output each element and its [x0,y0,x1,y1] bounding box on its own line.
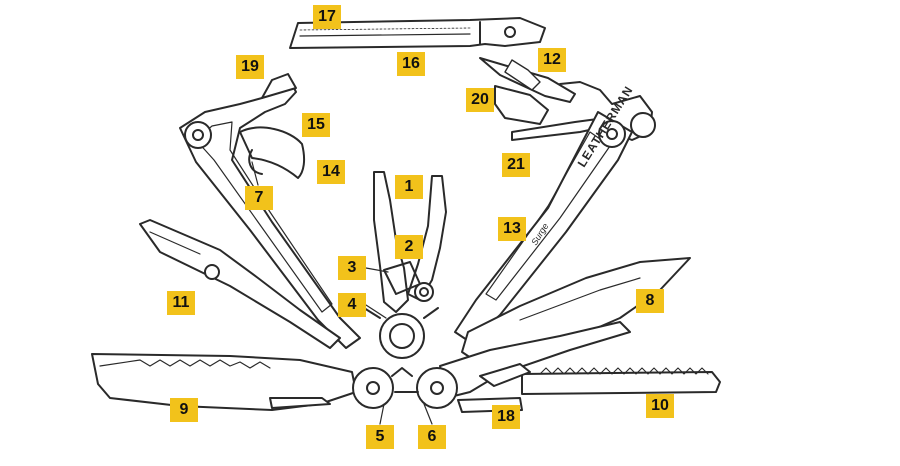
callout-16: 16 [397,52,425,76]
callout-21: 21 [502,153,530,177]
top-blade [289,17,546,49]
callout-11: 11 [167,291,195,315]
callout-3: 3 [338,256,366,280]
callout-7: 7 [245,186,273,210]
callout-4: 4 [338,293,366,317]
bottom-pivots [352,367,458,409]
right-handle [454,111,633,343]
right-tools [479,57,656,141]
callout-18: 18 [492,405,520,429]
callout-9: 9 [170,398,198,422]
serrated-blade [91,353,357,411]
pliers-jaws [373,171,447,313]
callout-14: 14 [317,160,345,184]
pointer-lines [251,161,433,425]
callout-2: 2 [395,235,423,259]
callout-20: 20 [466,88,494,112]
callout-8: 8 [636,289,664,313]
callout-5: 5 [366,425,394,449]
callout-10: 10 [646,394,674,418]
left-handle [179,73,361,349]
callout-17: 17 [313,5,341,29]
callout-15: 15 [302,113,330,137]
callout-12: 12 [538,48,566,72]
central-pivot [363,307,439,359]
callout-1: 1 [395,175,423,199]
callout-19: 19 [236,55,264,79]
callout-13: 13 [498,217,526,241]
saw-blade [521,367,721,395]
left-scissors [139,219,341,349]
callout-6: 6 [418,425,446,449]
